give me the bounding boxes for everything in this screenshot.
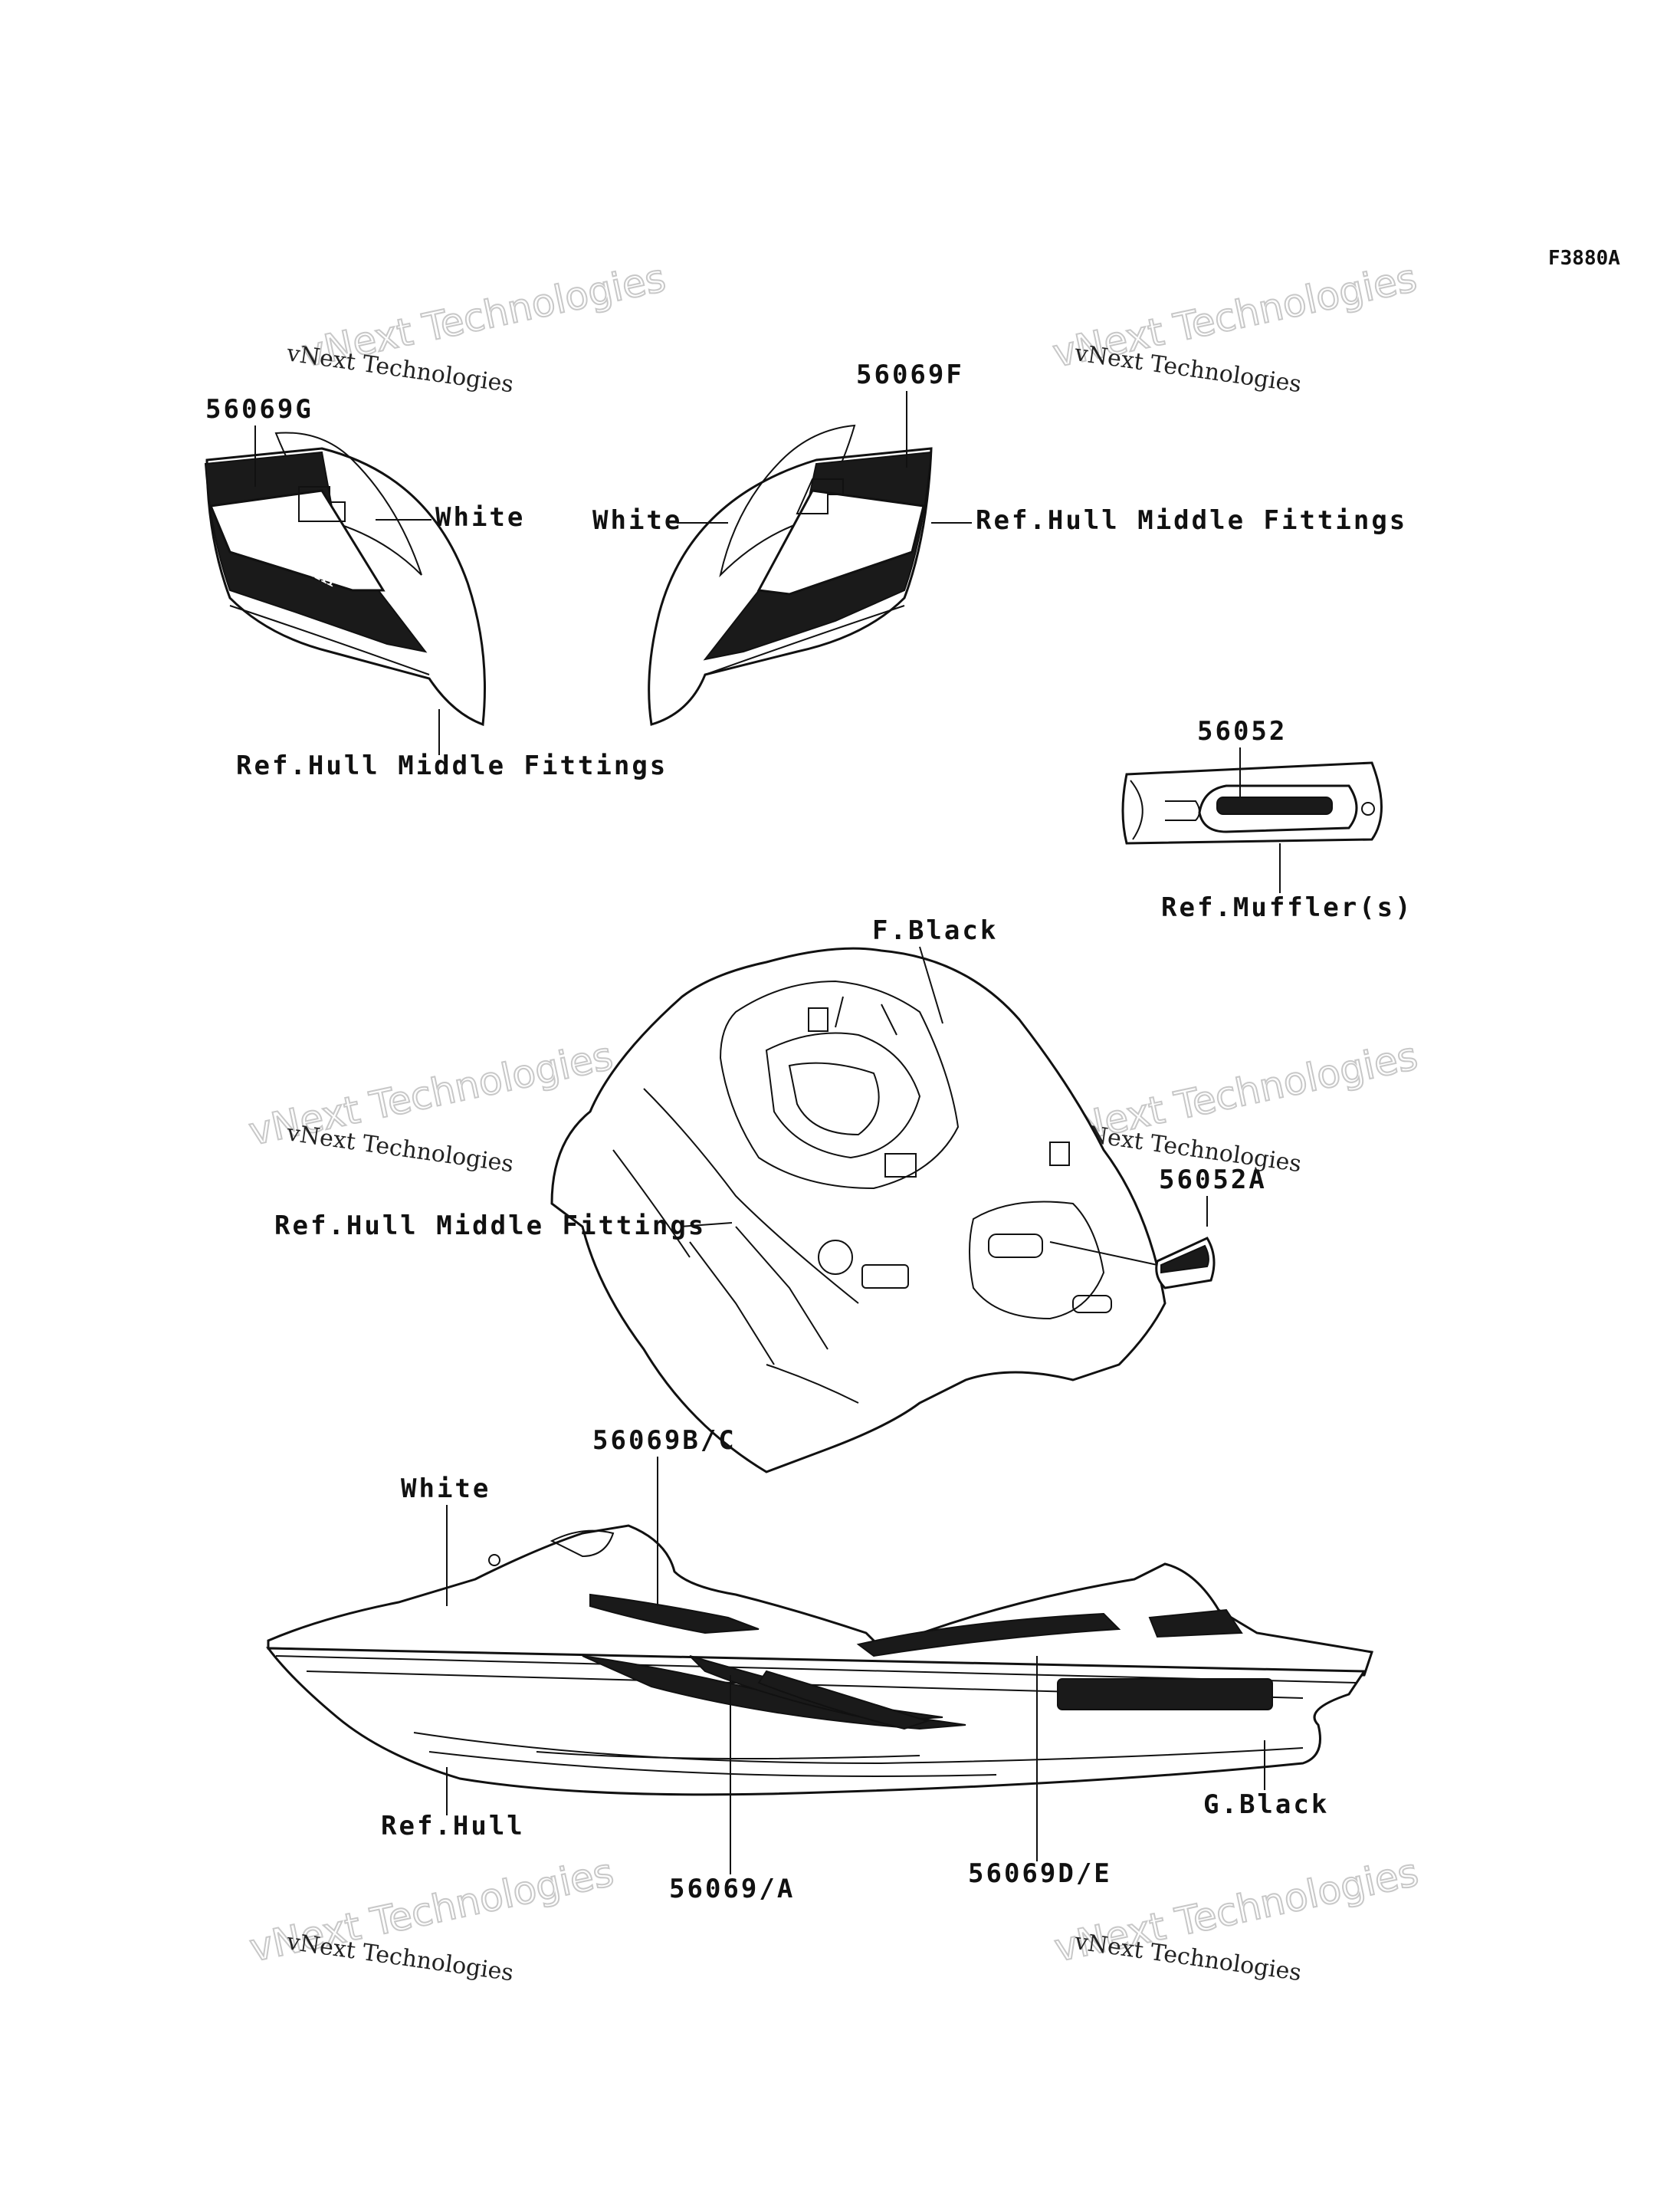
part-number-56069BC: 56069B/C	[592, 1425, 737, 1456]
watermark-top-right: vNext Technologies vNext Technologies	[1048, 255, 1422, 398]
label-ref-hull-middle-fittings-center: Ref.Hull Middle Fittings	[274, 1211, 706, 1241]
label-ref-hull-middle-fittings-right: Ref.Hull Middle Fittings	[976, 505, 1407, 536]
part-number-56052: 56052	[1197, 716, 1287, 747]
part-number-56069G: 56069G	[205, 394, 313, 425]
left-side-panel: Kawasaki	[204, 432, 486, 727]
leader-line	[1049, 1241, 1158, 1266]
hull-assembly	[265, 1524, 1373, 1796]
label-ref-mufflers: Ref.Muffler(s)	[1161, 892, 1413, 923]
label-white-left: White	[435, 502, 525, 533]
watermark-top-left: vNext Technologies vNext Technologies	[284, 255, 670, 398]
right-side-panel: Kawasaki	[648, 424, 933, 726]
label-white-right: White	[592, 505, 682, 536]
label-ref-hull-middle-fittings-left: Ref.Hull Middle Fittings	[236, 751, 668, 781]
label-f-black: F.Black	[872, 915, 998, 946]
watermark-bottom-left: vNext Technologies vNext Technologies	[245, 1849, 619, 1986]
leader-line	[919, 946, 943, 1024]
figure-code: F3880A	[1548, 247, 1620, 270]
muffler-decal-part	[1121, 761, 1383, 845]
part-number-56069F: 56069F	[856, 360, 964, 390]
leader-line	[680, 1222, 733, 1227]
watermark-small-text: vNext Technologies	[284, 1119, 515, 1178]
part-number-56069A: 56069/A	[669, 1874, 795, 1904]
label-ref-hull: Ref.Hull	[381, 1811, 525, 1841]
part-number-56069DE: 56069D/E	[968, 1858, 1112, 1889]
deck-assembly	[550, 947, 1166, 1473]
label-g-black: G.Black	[1203, 1789, 1329, 1820]
emblem-56052A	[1155, 1237, 1216, 1289]
part-number-56052A: 56052A	[1159, 1165, 1267, 1195]
label-white-hull: White	[401, 1473, 491, 1504]
